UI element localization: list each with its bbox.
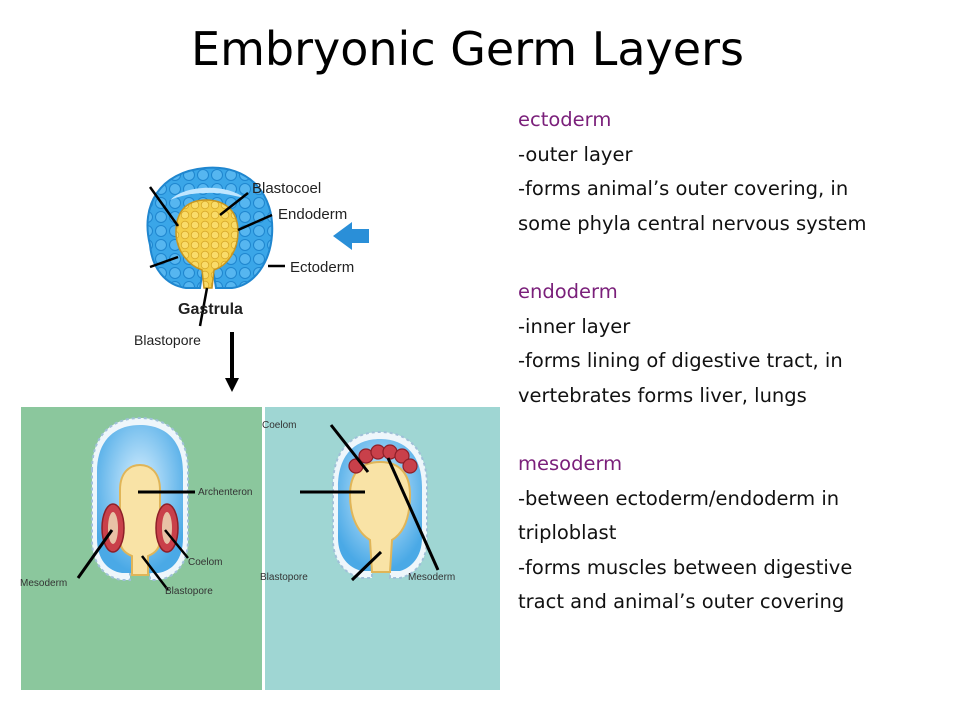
arrow-left-icon [333, 222, 369, 250]
endoderm-heading: endoderm [518, 280, 618, 303]
panel-right: Coelom Blastopore Mesoderm [260, 407, 500, 690]
arrow-down-icon [225, 332, 239, 392]
spacer [518, 413, 948, 447]
coelom-label-left: Coelom [188, 557, 222, 568]
spacer [518, 241, 948, 275]
endoderm-line-3: vertebrates forms liver, lungs [518, 383, 807, 407]
mesoderm-line-3: -forms muscles between digestive [518, 555, 853, 579]
endoderm-label: Endoderm [278, 206, 347, 223]
endoderm-line-1: -inner layer [518, 314, 631, 338]
mesoderm-line-4: tract and animal’s outer covering [518, 590, 845, 613]
ectoderm-line-2: -forms animal’s outer covering, in [518, 177, 849, 200]
gastrula-diagram: Blastocoel Endoderm Ectoderm Gastrula Bl… [134, 166, 369, 348]
panel-left: Archenteron Coelom Mesoderm Blastopore [20, 407, 262, 690]
gastrula-label: Gastrula [178, 301, 243, 318]
mesoderm-label-right: Mesoderm [408, 572, 455, 583]
ectoderm-heading: ectoderm [518, 108, 612, 131]
mesoderm-line-1: -between ectoderm/endoderm in [518, 486, 840, 510]
ectoderm-label: Ectoderm [290, 259, 354, 276]
ectoderm-line-1: -outer layer [518, 142, 633, 166]
blastopore-label-right: Blastopore [260, 572, 308, 583]
mesoderm-label-left: Mesoderm [20, 578, 67, 589]
germ-layer-notes: ectoderm -outer layer -forms animal’s ou… [518, 103, 948, 620]
blastopore-label-left: Blastopore [165, 586, 213, 597]
endoderm-line-2: -forms lining of digestive tract, in [518, 349, 843, 372]
archenteron-label: Archenteron [198, 487, 252, 498]
ectoderm-line-3: some phyla central nervous system [518, 211, 867, 235]
mesoderm-line-2: triploblast [518, 521, 617, 544]
slide-title: Embryonic Germ Layers [191, 22, 744, 76]
blastocoel-label: Blastocoel [252, 180, 321, 197]
mesoderm-heading: mesoderm [518, 452, 623, 475]
blastopore-label: Blastopore [134, 332, 201, 348]
coelom-label-right: Coelom [262, 420, 296, 431]
